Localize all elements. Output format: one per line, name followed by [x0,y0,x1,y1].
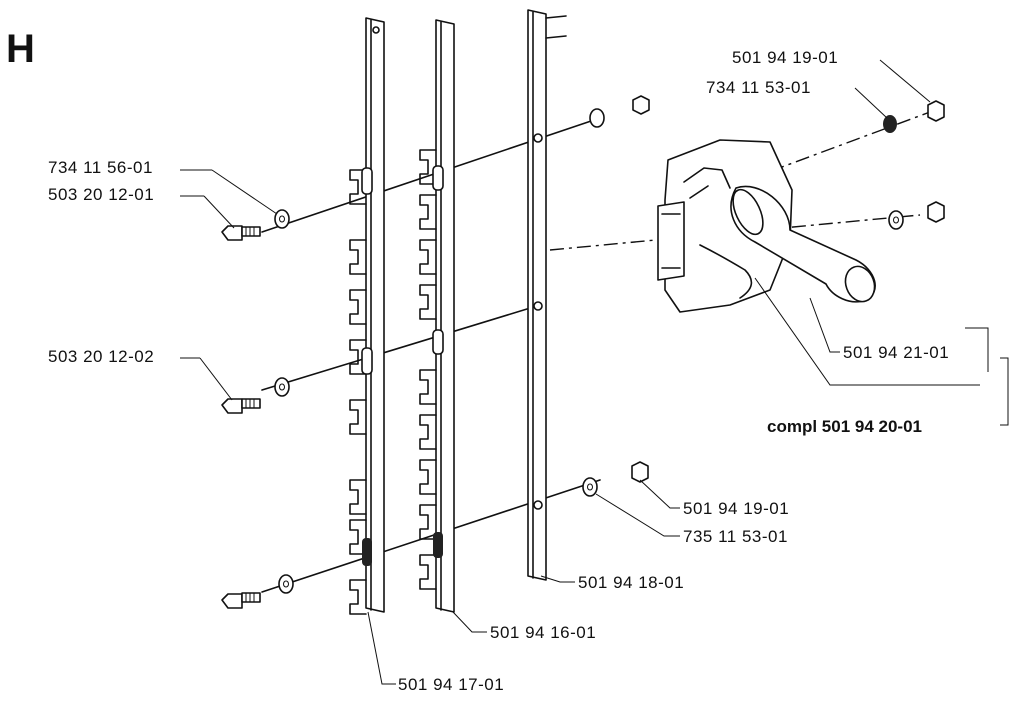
label-washer-bottom-right: 735 11 53-01 [683,527,788,546]
nuts [631,95,945,483]
label-nut-bottom-right: 501 94 19-01 [683,499,789,518]
washers [274,108,904,594]
right-bar [527,9,567,581]
label-comb-left: 501 94 17-01 [398,675,504,694]
label-bolt-top-left: 503 20 12-01 [48,185,154,204]
leader-lines [180,59,1009,685]
label-nut-top-right: 501 94 19-01 [732,48,838,67]
middle-comb-blade [419,19,455,613]
label-comb-middle: 501 94 16-01 [490,623,596,642]
label-bolt-middle-left: 503 20 12-02 [48,347,154,366]
left-comb-blade [349,17,385,615]
bolt-top [221,225,261,241]
part-labels: 501 94 19-01 734 11 53-01 734 11 56-01 5… [48,48,949,694]
gear-housing [657,139,876,313]
bolt-middle [221,398,261,414]
bolt-bottom [221,592,261,609]
label-assembly: compl 501 94 20-01 [767,417,922,436]
label-washer-top-left: 734 11 56-01 [48,158,153,177]
label-bar-right: 501 94 18-01 [578,573,684,592]
label-washer-top-right: 734 11 53-01 [706,78,811,97]
section-letter: H [6,27,35,71]
label-handle: 501 94 21-01 [843,343,949,362]
